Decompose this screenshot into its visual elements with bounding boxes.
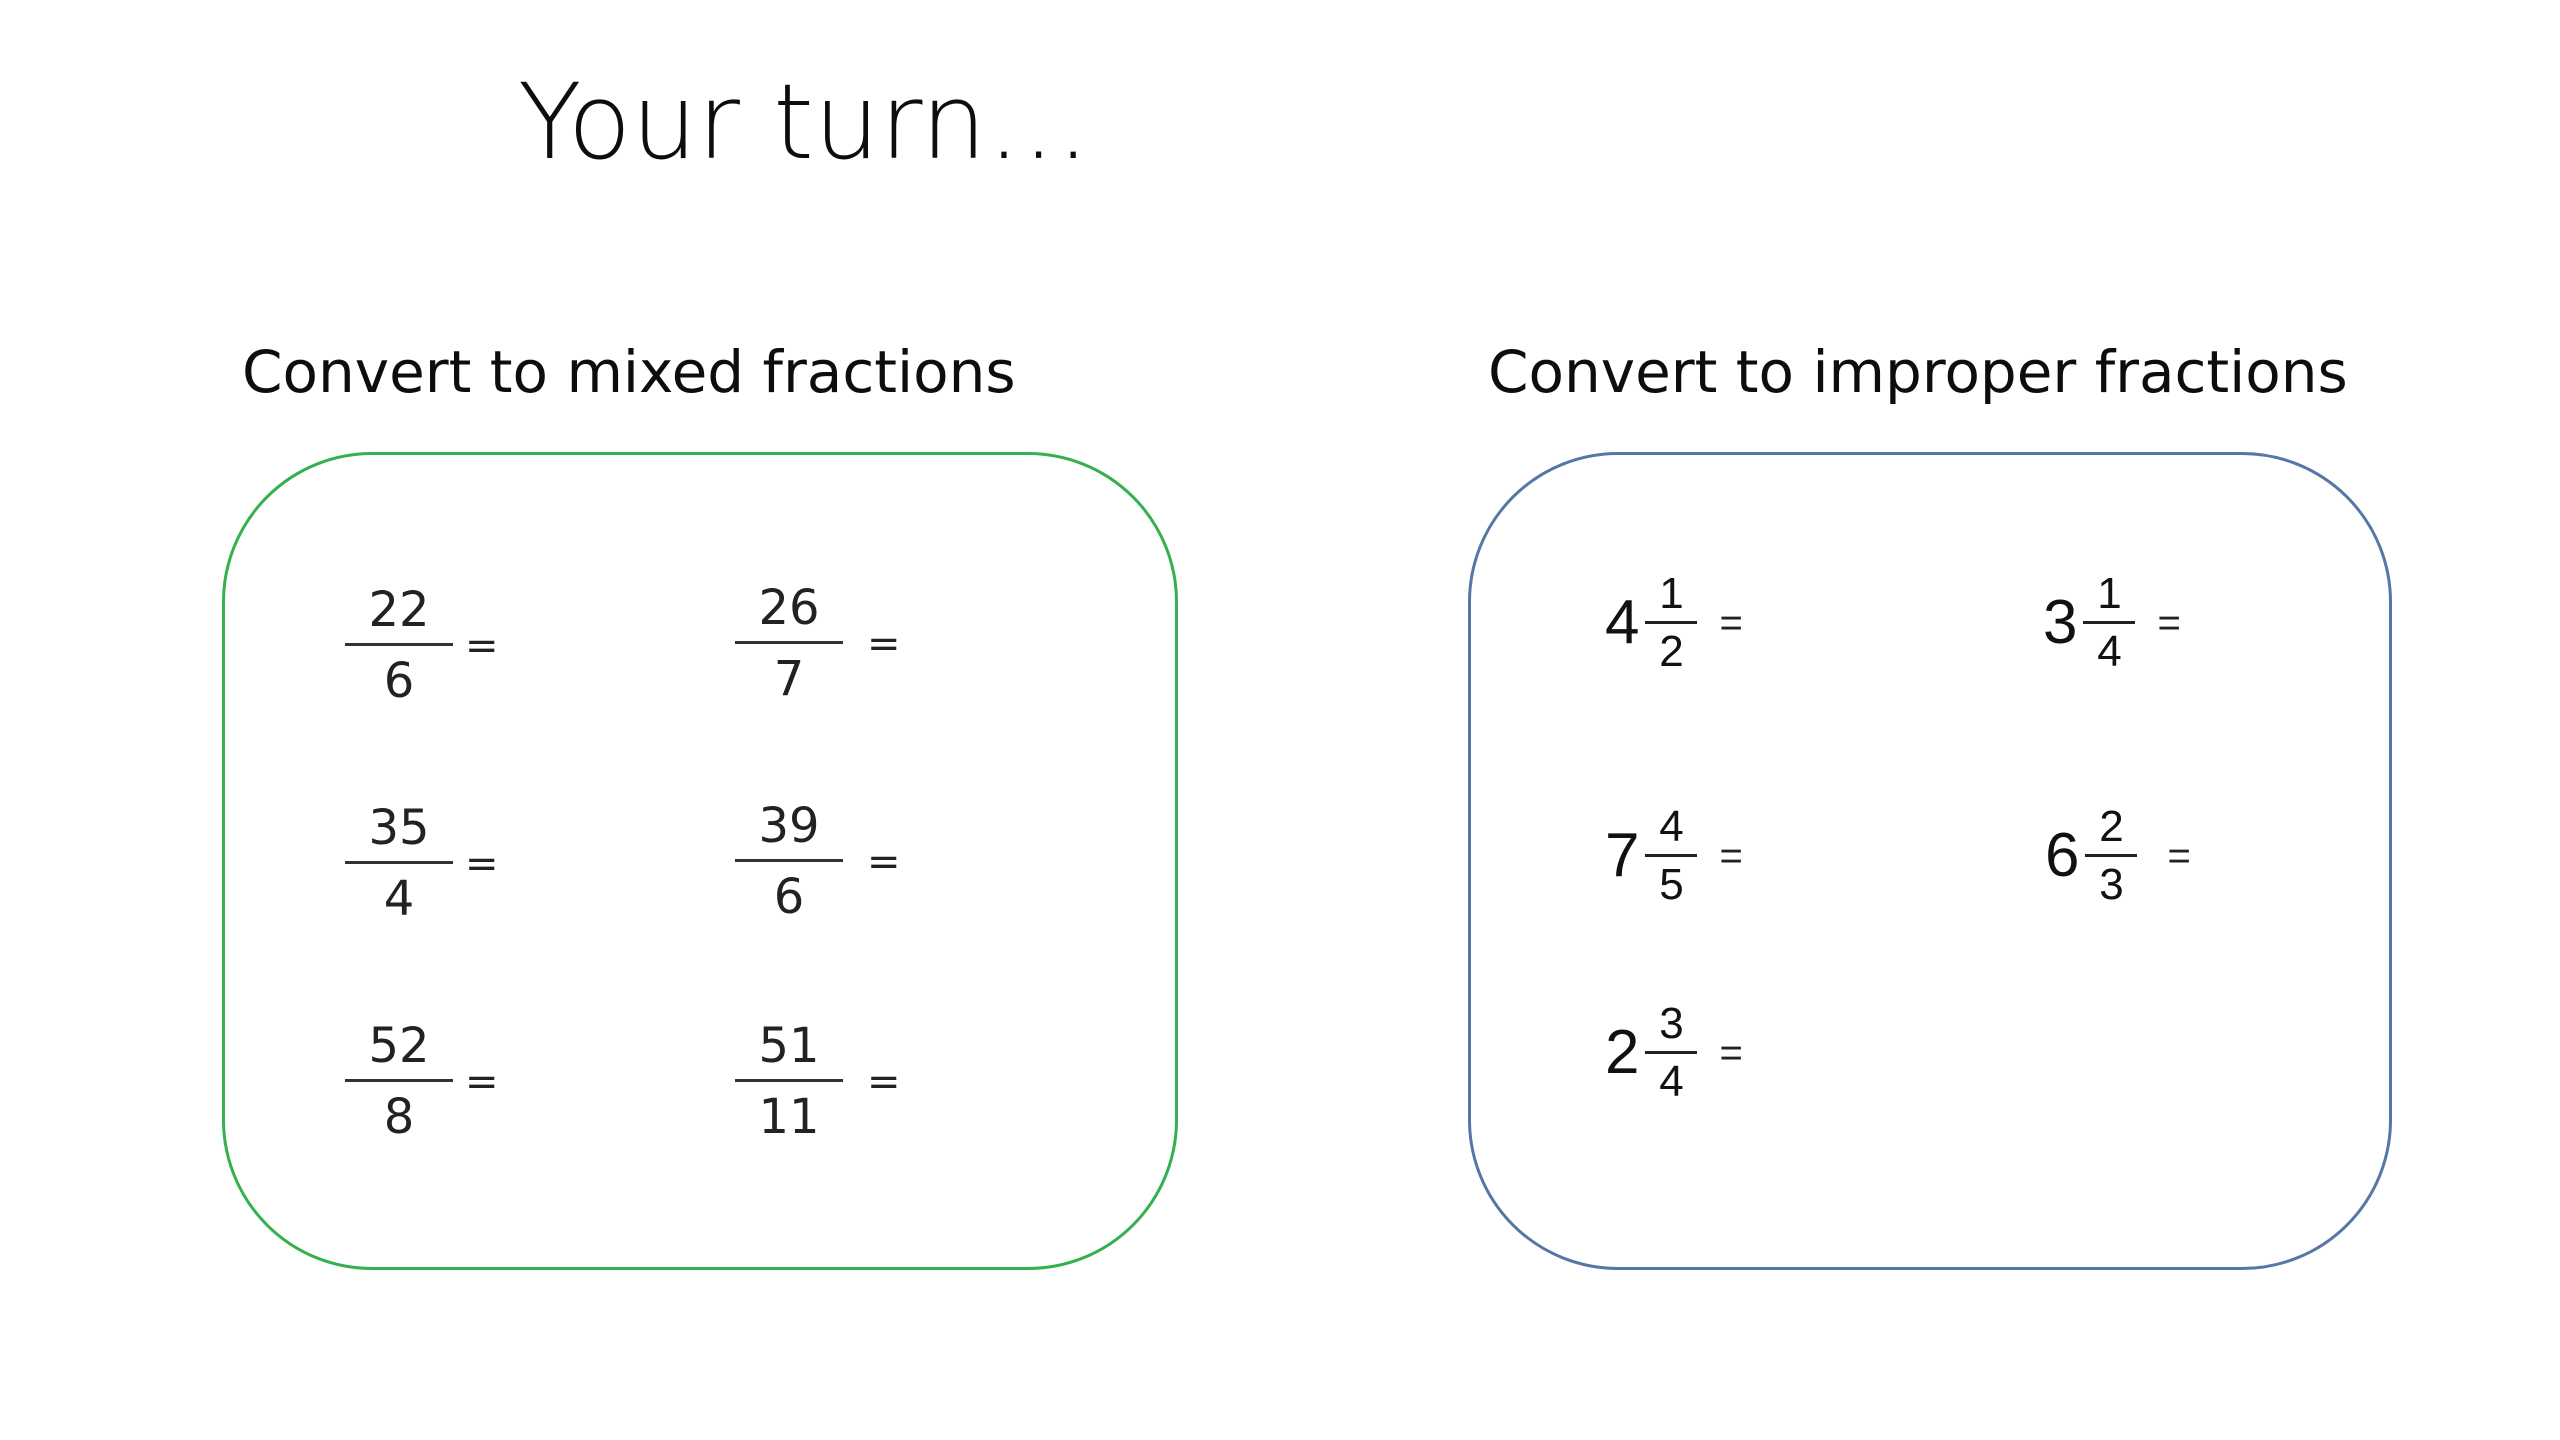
equals-sign: = <box>465 622 499 669</box>
fraction-problem: 35 4 = <box>345 799 499 928</box>
mixed-fractions-panel: 22 6 = 26 7 = 35 4 = 39 6 = 52 <box>222 452 1178 1270</box>
denominator: 4 <box>383 871 415 927</box>
fraction-bar <box>735 1079 843 1082</box>
equals-sign: = <box>1719 834 1743 878</box>
fraction-bar <box>345 1079 453 1082</box>
mixed-number-problem: 3 1 4 = <box>2043 570 2181 676</box>
fraction: 2 3 <box>2085 802 2138 909</box>
whole-number: 3 <box>2043 588 2078 657</box>
denominator: 2 <box>1659 627 1684 676</box>
fraction: 1 4 <box>2083 569 2136 676</box>
fraction: 3 4 <box>1645 999 1698 1106</box>
fraction: 35 4 <box>345 799 453 928</box>
numerator: 35 <box>368 800 430 856</box>
fraction: 52 8 <box>345 1017 453 1146</box>
numerator: 2 <box>2099 802 2124 851</box>
fraction: 39 6 <box>735 797 843 926</box>
slide-title: Your turn… <box>518 61 1091 183</box>
numerator: 1 <box>1659 569 1684 618</box>
numerator: 3 <box>1659 999 1684 1048</box>
numerator: 39 <box>758 798 820 854</box>
improper-fractions-panel: 4 1 2 = 3 1 4 = 7 4 5 = 6 2 3 = <box>1468 452 2392 1270</box>
fraction: 1 2 <box>1645 569 1698 676</box>
equals-sign: = <box>2157 601 2181 645</box>
fraction-bar <box>1645 854 1698 857</box>
equals-sign: = <box>1719 601 1743 645</box>
whole-number: 7 <box>1605 821 1640 890</box>
denominator: 7 <box>773 651 805 707</box>
improper-fractions-heading: Convert to improper fractions <box>1488 338 2348 406</box>
fraction: 26 7 <box>735 579 843 708</box>
numerator: 1 <box>2097 569 2122 618</box>
fraction-bar <box>2085 854 2138 857</box>
fraction-problem: 52 8 = <box>345 1017 499 1146</box>
mixed-number-problem: 7 4 5 = <box>1605 803 1743 909</box>
fraction-bar <box>1645 621 1698 624</box>
equals-sign: = <box>465 1058 499 1105</box>
mixed-fractions-heading: Convert to mixed fractions <box>242 338 1016 406</box>
fraction-problem: 39 6 = <box>735 797 901 926</box>
fraction-bar <box>345 861 453 864</box>
equals-sign: = <box>2167 834 2191 878</box>
denominator: 3 <box>2099 860 2124 909</box>
mixed-number-problem: 2 3 4 = <box>1605 1000 1743 1106</box>
equals-sign: = <box>867 838 901 885</box>
whole-number: 6 <box>2045 821 2080 890</box>
equals-sign: = <box>1719 1031 1743 1075</box>
fraction-bar <box>2083 621 2136 624</box>
denominator: 8 <box>383 1089 415 1145</box>
fraction-problem: 26 7 = <box>735 579 901 708</box>
numerator: 4 <box>1659 802 1684 851</box>
whole-number: 4 <box>1605 588 1640 657</box>
denominator: 4 <box>2097 627 2122 676</box>
numerator: 22 <box>368 582 430 638</box>
denominator: 11 <box>758 1089 820 1145</box>
fraction-bar <box>735 859 843 862</box>
fraction-bar <box>1645 1051 1698 1054</box>
fraction-problem: 22 6 = <box>345 581 499 710</box>
denominator: 4 <box>1659 1057 1684 1106</box>
mixed-number-problem: 6 2 3 = <box>2045 803 2191 909</box>
mixed-number-problem: 4 1 2 = <box>1605 570 1743 676</box>
fraction-bar <box>735 641 843 644</box>
numerator: 51 <box>758 1018 820 1074</box>
denominator: 6 <box>773 869 805 925</box>
whole-number: 2 <box>1605 1018 1640 1087</box>
denominator: 5 <box>1659 860 1684 909</box>
fraction: 4 5 <box>1645 802 1698 909</box>
fraction-problem: 51 11 = <box>735 1017 901 1146</box>
fraction: 22 6 <box>345 581 453 710</box>
equals-sign: = <box>465 840 499 887</box>
equals-sign: = <box>867 1058 901 1105</box>
fraction: 51 11 <box>735 1017 843 1146</box>
fraction-bar <box>345 643 453 646</box>
numerator: 52 <box>368 1018 430 1074</box>
equals-sign: = <box>867 620 901 667</box>
numerator: 26 <box>758 580 820 636</box>
denominator: 6 <box>383 653 415 709</box>
